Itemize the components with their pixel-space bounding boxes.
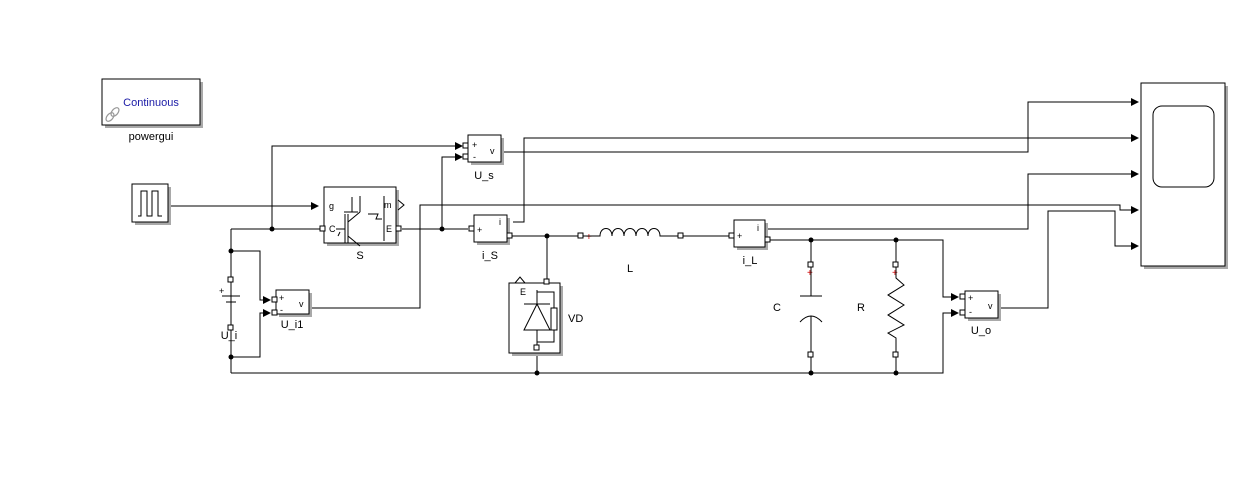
scope-block[interactable]	[1140, 82, 1228, 269]
source-plus: +	[219, 286, 224, 296]
resistor-icon	[886, 267, 906, 352]
dc-source-block[interactable]: + U_i	[219, 276, 240, 342]
current-measurement-i-s[interactable]: + i i_S	[468, 214, 513, 262]
diode-port-e: E	[520, 287, 526, 297]
switch-port-c: C	[329, 224, 336, 234]
i-l-plus: +	[737, 231, 742, 241]
u-s-unit: v	[490, 146, 495, 156]
igbt-icon	[336, 196, 385, 247]
voltage-measurement-u-i1[interactable]: + - v U_i1	[271, 289, 312, 331]
scope-screen-icon	[1152, 105, 1215, 188]
capacitor-label: C	[773, 302, 781, 314]
i-s-plus: +	[477, 225, 482, 235]
i-l-unit: i	[757, 223, 759, 233]
pulse-wave-icon	[138, 190, 162, 217]
powergui-mode-text: Continuous	[123, 97, 179, 109]
voltage-measurement-u-s[interactable]: + - v U_s	[462, 134, 504, 182]
link-icon	[105, 107, 120, 122]
switch-port-g: g	[329, 201, 334, 211]
resistor-label: R	[857, 302, 865, 314]
capacitor-plus: +	[807, 268, 813, 279]
powergui-block[interactable]: Continuous powergui	[101, 78, 203, 143]
u-s-minus: -	[473, 152, 476, 162]
current-measurement-i-l[interactable]: + i i_L	[728, 219, 771, 267]
junction-dots	[228, 226, 899, 376]
switch-label: S	[356, 250, 363, 262]
diode-icon	[523, 290, 555, 345]
inductor-block[interactable]: + L	[577, 228, 684, 276]
u-o-unit: v	[988, 301, 993, 311]
inductor-plus: +	[586, 232, 592, 243]
capacitor-block[interactable]: + C	[773, 261, 823, 358]
u-i1-plus: +	[279, 293, 284, 303]
capacitor-icon	[799, 267, 823, 352]
switch-block-s[interactable]: g m C E S	[319, 186, 405, 262]
diode-block[interactable]: E VD	[508, 276, 583, 356]
u-s-plus: +	[472, 140, 477, 150]
u-i1-unit: v	[299, 299, 304, 309]
resistor-block[interactable]: + R	[857, 261, 906, 358]
i-l-label: i_L	[743, 255, 758, 267]
switch-port-m: m	[384, 200, 392, 210]
powergui-label: powergui	[129, 131, 174, 143]
diode-label: VD	[568, 313, 583, 325]
resistor-plus: +	[892, 268, 898, 279]
u-o-label: U_o	[971, 325, 991, 337]
i-s-label: i_S	[482, 250, 498, 262]
i-s-unit: i	[499, 217, 501, 227]
u-o-plus: +	[968, 293, 973, 303]
coil-icon	[583, 228, 678, 237]
wires	[170, 98, 1139, 374]
u-i1-minus: -	[280, 305, 283, 315]
switch-port-e: E	[386, 224, 392, 234]
voltage-measurement-u-o[interactable]: + - v U_o	[959, 290, 1001, 337]
battery-icon	[222, 282, 240, 325]
source-label: U_i	[221, 330, 238, 342]
u-i1-label: U_i1	[281, 319, 304, 331]
u-o-minus: -	[969, 307, 972, 317]
u-s-label: U_s	[474, 170, 494, 182]
pulse-generator-block[interactable]	[131, 183, 171, 225]
inductor-label: L	[627, 263, 633, 275]
